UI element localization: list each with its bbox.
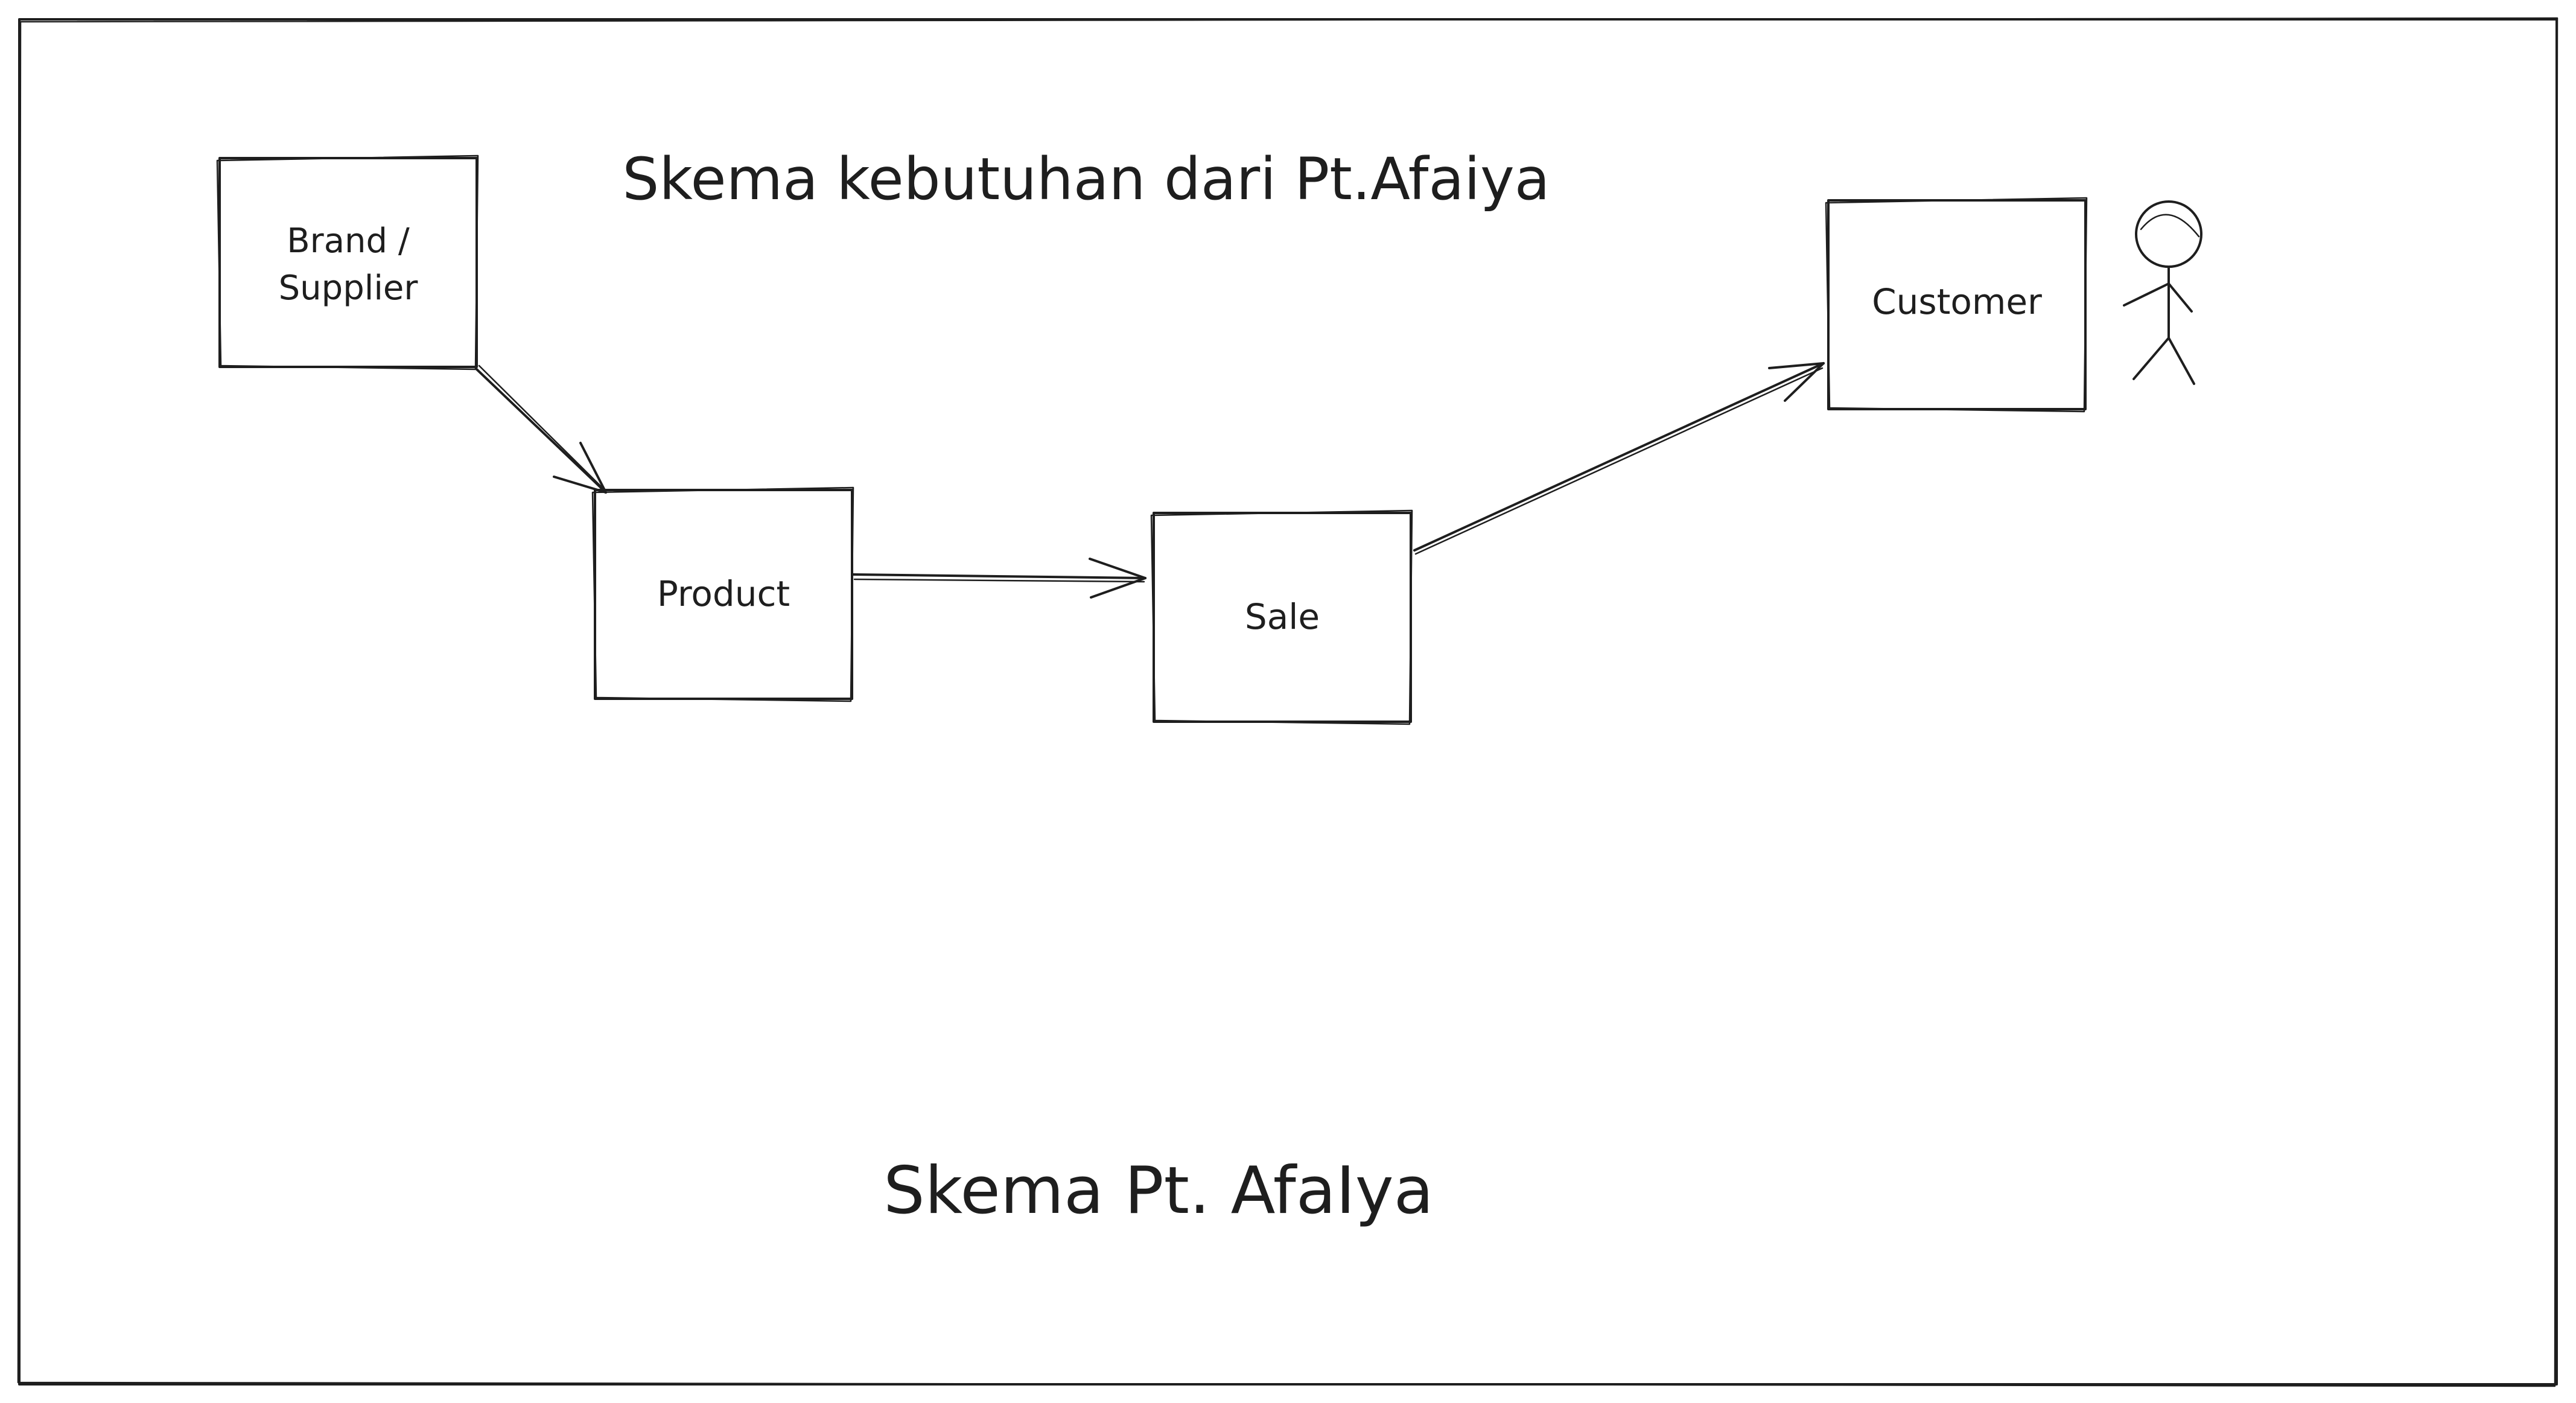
node-product[interactable]: Product [591, 486, 854, 702]
node-product-label: Product [657, 573, 790, 614]
node-brand-supplier-label-line1: Brand / [287, 221, 410, 261]
arrow-sale-to-customer [1413, 362, 1825, 555]
diagram-title-top: Skema kebutuhan dari Pt.Afaiya [622, 145, 1550, 213]
arrow-product-to-sale [852, 558, 1146, 599]
node-brand-supplier[interactable]: Brand / Supplier [216, 154, 479, 371]
diagram-title-bottom: Skema Pt. AfaIya [883, 1153, 1434, 1229]
stick-figure-icon [2123, 200, 2202, 385]
node-sale-label: Sale [1245, 596, 1320, 637]
canvas-frame [17, 17, 2559, 1387]
arrow-brand-to-product [475, 364, 607, 494]
node-brand-supplier-label-line2: Supplier [279, 269, 419, 308]
node-sale[interactable]: Sale [1150, 509, 1413, 725]
node-customer[interactable]: Customer [1825, 197, 2088, 413]
node-customer-label: Customer [1872, 281, 2042, 322]
